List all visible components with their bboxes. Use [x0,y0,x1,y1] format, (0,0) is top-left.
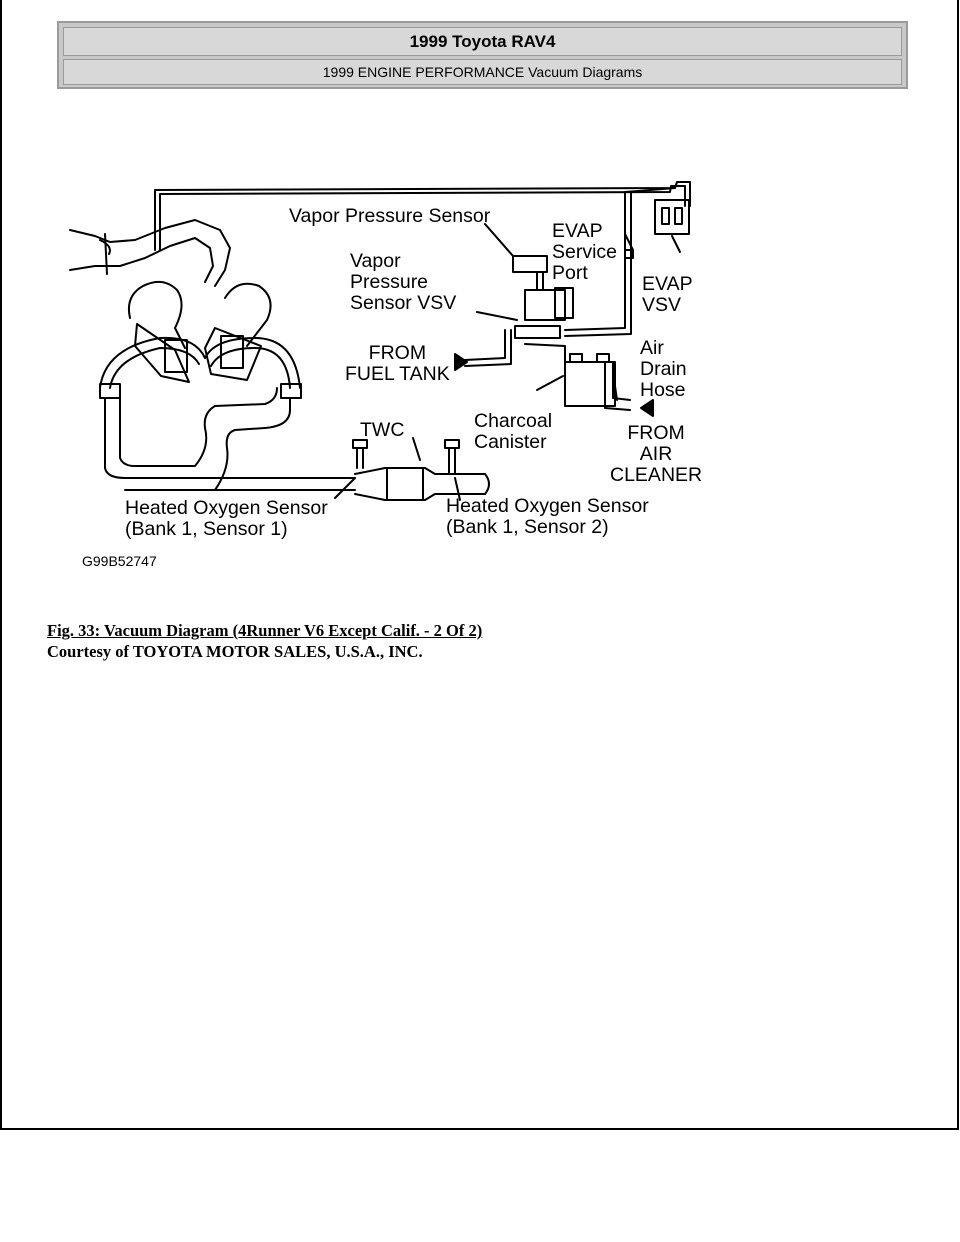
figure-caption: Fig. 33: Vacuum Diagram (4Runner V6 Exce… [47,621,483,640]
header-title: 1999 Toyota RAV4 [63,27,902,56]
label-from-air-cleaner: FROM AIR CLEANER [610,422,703,486]
label-charcoal-canister: Charcoal Canister [474,410,553,453]
page-border-bottom [0,1128,959,1130]
page-border-right [957,0,959,1130]
label-twc: TWC [360,419,405,441]
label-from-fuel-tank: FROM FUEL TANK [345,342,450,385]
label-ho2s-bank1-sensor1: Heated Oxygen Sensor (Bank 1, Sensor 1) [125,497,328,540]
vacuum-diagram: Vapor Pressure Sensor EVAP Service Port … [65,178,715,578]
header-subtitle: 1999 ENGINE PERFORMANCE Vacuum Diagrams [63,59,902,85]
label-evap-service-port: EVAP Service Port [552,220,618,284]
label-air-drain-hose: Air Drain Hose [640,337,687,401]
label-evap-vsv: EVAP VSV [642,273,693,316]
label-ho2s-bank1-sensor2: Heated Oxygen Sensor (Bank 1, Sensor 2) [446,495,649,538]
label-vapor-pressure-sensor-vsv: Vapor Pressure Sensor VSV [350,250,457,314]
vacuum-diagram-drawing [69,181,691,501]
page-border-left [0,0,2,1130]
figure-courtesy: Courtesy of TOYOTA MOTOR SALES, U.S.A., … [47,642,423,661]
document-header: 1999 Toyota RAV4 1999 ENGINE PERFORMANCE… [57,21,908,89]
figure-code: G99B52747 [82,553,157,569]
label-vapor-pressure-sensor: Vapor Pressure Sensor [289,205,491,227]
